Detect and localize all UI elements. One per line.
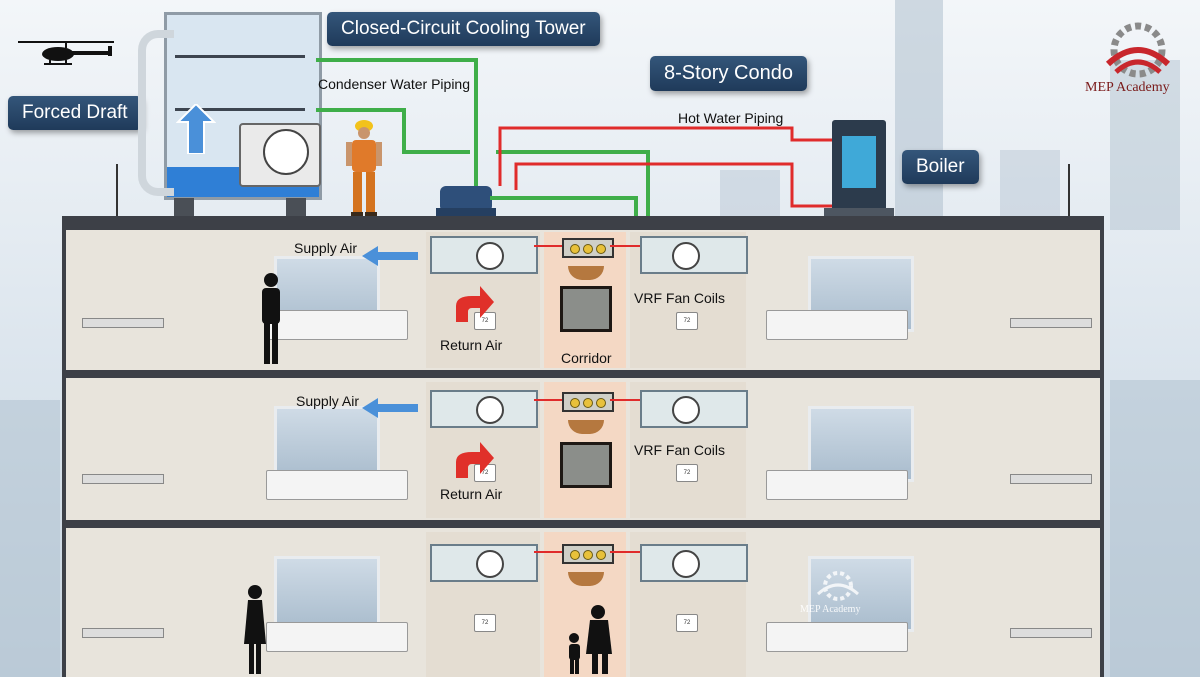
cooling-tower-coil <box>175 55 305 111</box>
bed-right-floor-3 <box>766 622 908 652</box>
corridor-picture-floor-2 <box>560 442 612 488</box>
cooling-tower-leg-left <box>174 198 194 220</box>
desk-right-floor-1 <box>1010 318 1092 328</box>
fan-coil-wheel-left-floor-1 <box>476 242 504 270</box>
corridor-label: Corridor <box>561 350 612 366</box>
desk-left-floor-3 <box>82 628 164 638</box>
thermostat-left-floor-3: 72 <box>474 614 496 632</box>
forced-draft-callout: Forced Draft <box>8 96 142 130</box>
thermostat-left-floor-1: 72 <box>474 312 496 330</box>
thermostat-right-floor-1: 72 <box>676 312 698 330</box>
vrf-fan-coils-label-floor-1: VRF Fan Coils <box>634 290 726 306</box>
fan-coil-right-floor-2 <box>640 390 748 428</box>
pump-base <box>436 208 496 216</box>
thermostat-right-floor-2: 72 <box>676 464 698 482</box>
fan-coil-wheel-right-floor-2 <box>672 396 700 424</box>
supply-air-label-floor-1: Supply Air <box>294 240 358 256</box>
desk-left-floor-2 <box>82 474 164 484</box>
cooling-tower-callout: Closed-Circuit Cooling Tower <box>327 12 600 46</box>
return-air-label-floor-2: Return Air <box>440 486 503 502</box>
cooling-tower-leg-right <box>286 198 306 220</box>
boiler-panel <box>842 136 876 188</box>
corridor-lamp-floor-3 <box>568 572 604 586</box>
person-silhouette-floor-1 <box>262 273 280 364</box>
brand-name: MEP Academy <box>1085 80 1170 95</box>
boiler-callout: Boiler <box>902 150 979 184</box>
watermark-text: MEP Academy <box>800 604 861 615</box>
family-silhouette-floor-3 <box>569 605 612 674</box>
window-left-floor-3 <box>274 556 380 632</box>
supply-air-arrow-icon-2 <box>362 398 418 418</box>
cooling-tower <box>164 12 322 200</box>
worker-icon <box>346 120 382 218</box>
building-wall-right <box>1096 216 1104 677</box>
branch-box-floor-1 <box>562 238 614 258</box>
condenser-piping-label: Condenser Water Piping <box>318 76 471 92</box>
cooling-tower-fan-icon <box>263 129 309 175</box>
supply-air-label-floor-2: Supply Air <box>296 393 360 409</box>
bed-left-floor-3 <box>266 622 408 652</box>
mep-academy-watermark-icon <box>816 571 860 601</box>
bed-left-floor-2 <box>266 470 408 500</box>
supply-air-arrow-icon <box>362 246 418 266</box>
condo-callout: 8-Story Condo <box>650 56 807 91</box>
desk-right-floor-2 <box>1010 474 1092 484</box>
thermostat-right-floor-3: 72 <box>676 614 698 632</box>
fan-coil-wheel-right-floor-3 <box>672 550 700 578</box>
skyline-tower-6 <box>1110 380 1200 677</box>
roof-antenna-right <box>1068 164 1070 218</box>
boiler-base <box>824 208 894 218</box>
condenser-pipe-to-building-b <box>496 150 650 232</box>
bed-right-floor-1 <box>766 310 908 340</box>
skyline-tower-1 <box>895 0 943 230</box>
desk-left-floor-1 <box>82 318 164 328</box>
skyline-tower-5 <box>0 400 60 677</box>
roof-antenna-left <box>116 164 118 218</box>
return-air-label-floor-1: Return Air <box>440 337 503 353</box>
mep-academy-logo-icon <box>1105 22 1171 78</box>
fan-coil-wheel-right-floor-1 <box>672 242 700 270</box>
pump <box>440 186 492 212</box>
bed-left-floor-1 <box>266 310 408 340</box>
floor-slab-2 <box>62 520 1104 528</box>
condenser-pipe-return <box>316 108 470 154</box>
cooling-tower-pipe <box>138 30 174 196</box>
bed-right-floor-2 <box>766 470 908 500</box>
branch-box-floor-3 <box>562 544 614 564</box>
window-right-floor-3 <box>808 556 914 632</box>
corridor-lamp-floor-1 <box>568 266 604 280</box>
condenser-pipe-supply <box>316 58 478 186</box>
corridor-lamp-floor-2 <box>568 420 604 434</box>
person-silhouette-floor-3 <box>244 585 266 674</box>
return-air-arrow-icon <box>456 286 494 322</box>
hot-water-piping-label: Hot Water Piping <box>678 110 784 126</box>
fan-coil-wheel-left-floor-2 <box>476 396 504 424</box>
corridor-picture-floor-1 <box>560 286 612 332</box>
fan-coil-wheel-left-floor-3 <box>476 550 504 578</box>
branch-box-floor-2 <box>562 392 614 412</box>
hot-water-pipe-return <box>514 162 832 208</box>
forced-draft-arrow-icon <box>176 104 216 154</box>
building-roof <box>62 216 1104 230</box>
floor-slab-1 <box>62 370 1104 378</box>
skyline-tower-2 <box>1110 60 1180 230</box>
boiler <box>832 120 886 212</box>
return-air-arrow-icon-2 <box>456 442 494 478</box>
desk-right-floor-3 <box>1010 628 1092 638</box>
hot-water-pipe-supply <box>498 126 832 186</box>
helicopter-icon <box>18 41 114 65</box>
vrf-fan-coils-label-floor-2: VRF Fan Coils <box>634 442 726 458</box>
